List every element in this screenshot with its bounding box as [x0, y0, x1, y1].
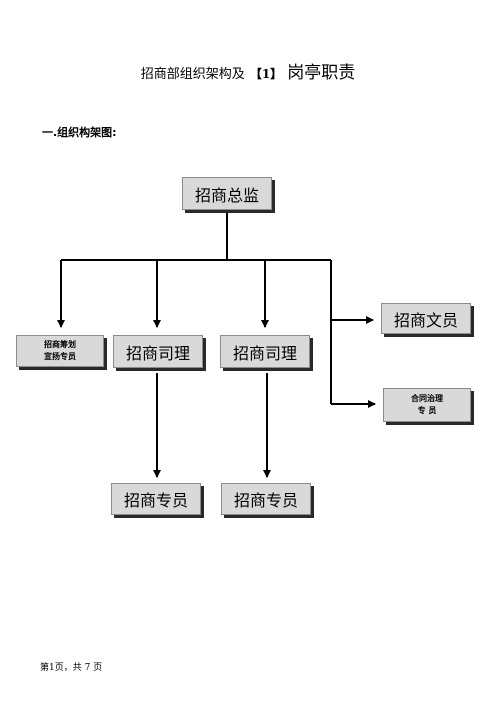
node-manager-2: 招商司理	[220, 335, 310, 368]
node-specialist-1: 招商专员	[111, 483, 201, 515]
title-part-2: 【1】	[249, 67, 283, 81]
title-part-1: 招商部组织架构及	[140, 67, 245, 82]
node-manager-1: 招商司理	[113, 335, 203, 368]
page-footer: 第1页，共 7 页	[40, 663, 103, 673]
page-title: 招商部组织架构及 【1】 岗亭职责	[0, 58, 496, 83]
node-contract-line1: 合同治理	[411, 394, 443, 403]
node-planner-line2: 宣扬专员	[44, 352, 76, 361]
node-clerk: 招商文员	[381, 303, 471, 334]
section-heading: 一.组织构架图:	[42, 126, 117, 139]
node-specialist-2: 招商专员	[221, 483, 311, 515]
title-part-3: 岗亭职责	[287, 63, 356, 83]
node-contract-line2: 专 员	[417, 406, 437, 415]
node-contract: 合同治理 专 员	[383, 388, 471, 422]
node-director: 招商总监	[182, 177, 272, 210]
node-planner-line1: 招商筹划	[44, 340, 76, 349]
node-planner: 招商筹划 宣扬专员	[16, 335, 104, 367]
